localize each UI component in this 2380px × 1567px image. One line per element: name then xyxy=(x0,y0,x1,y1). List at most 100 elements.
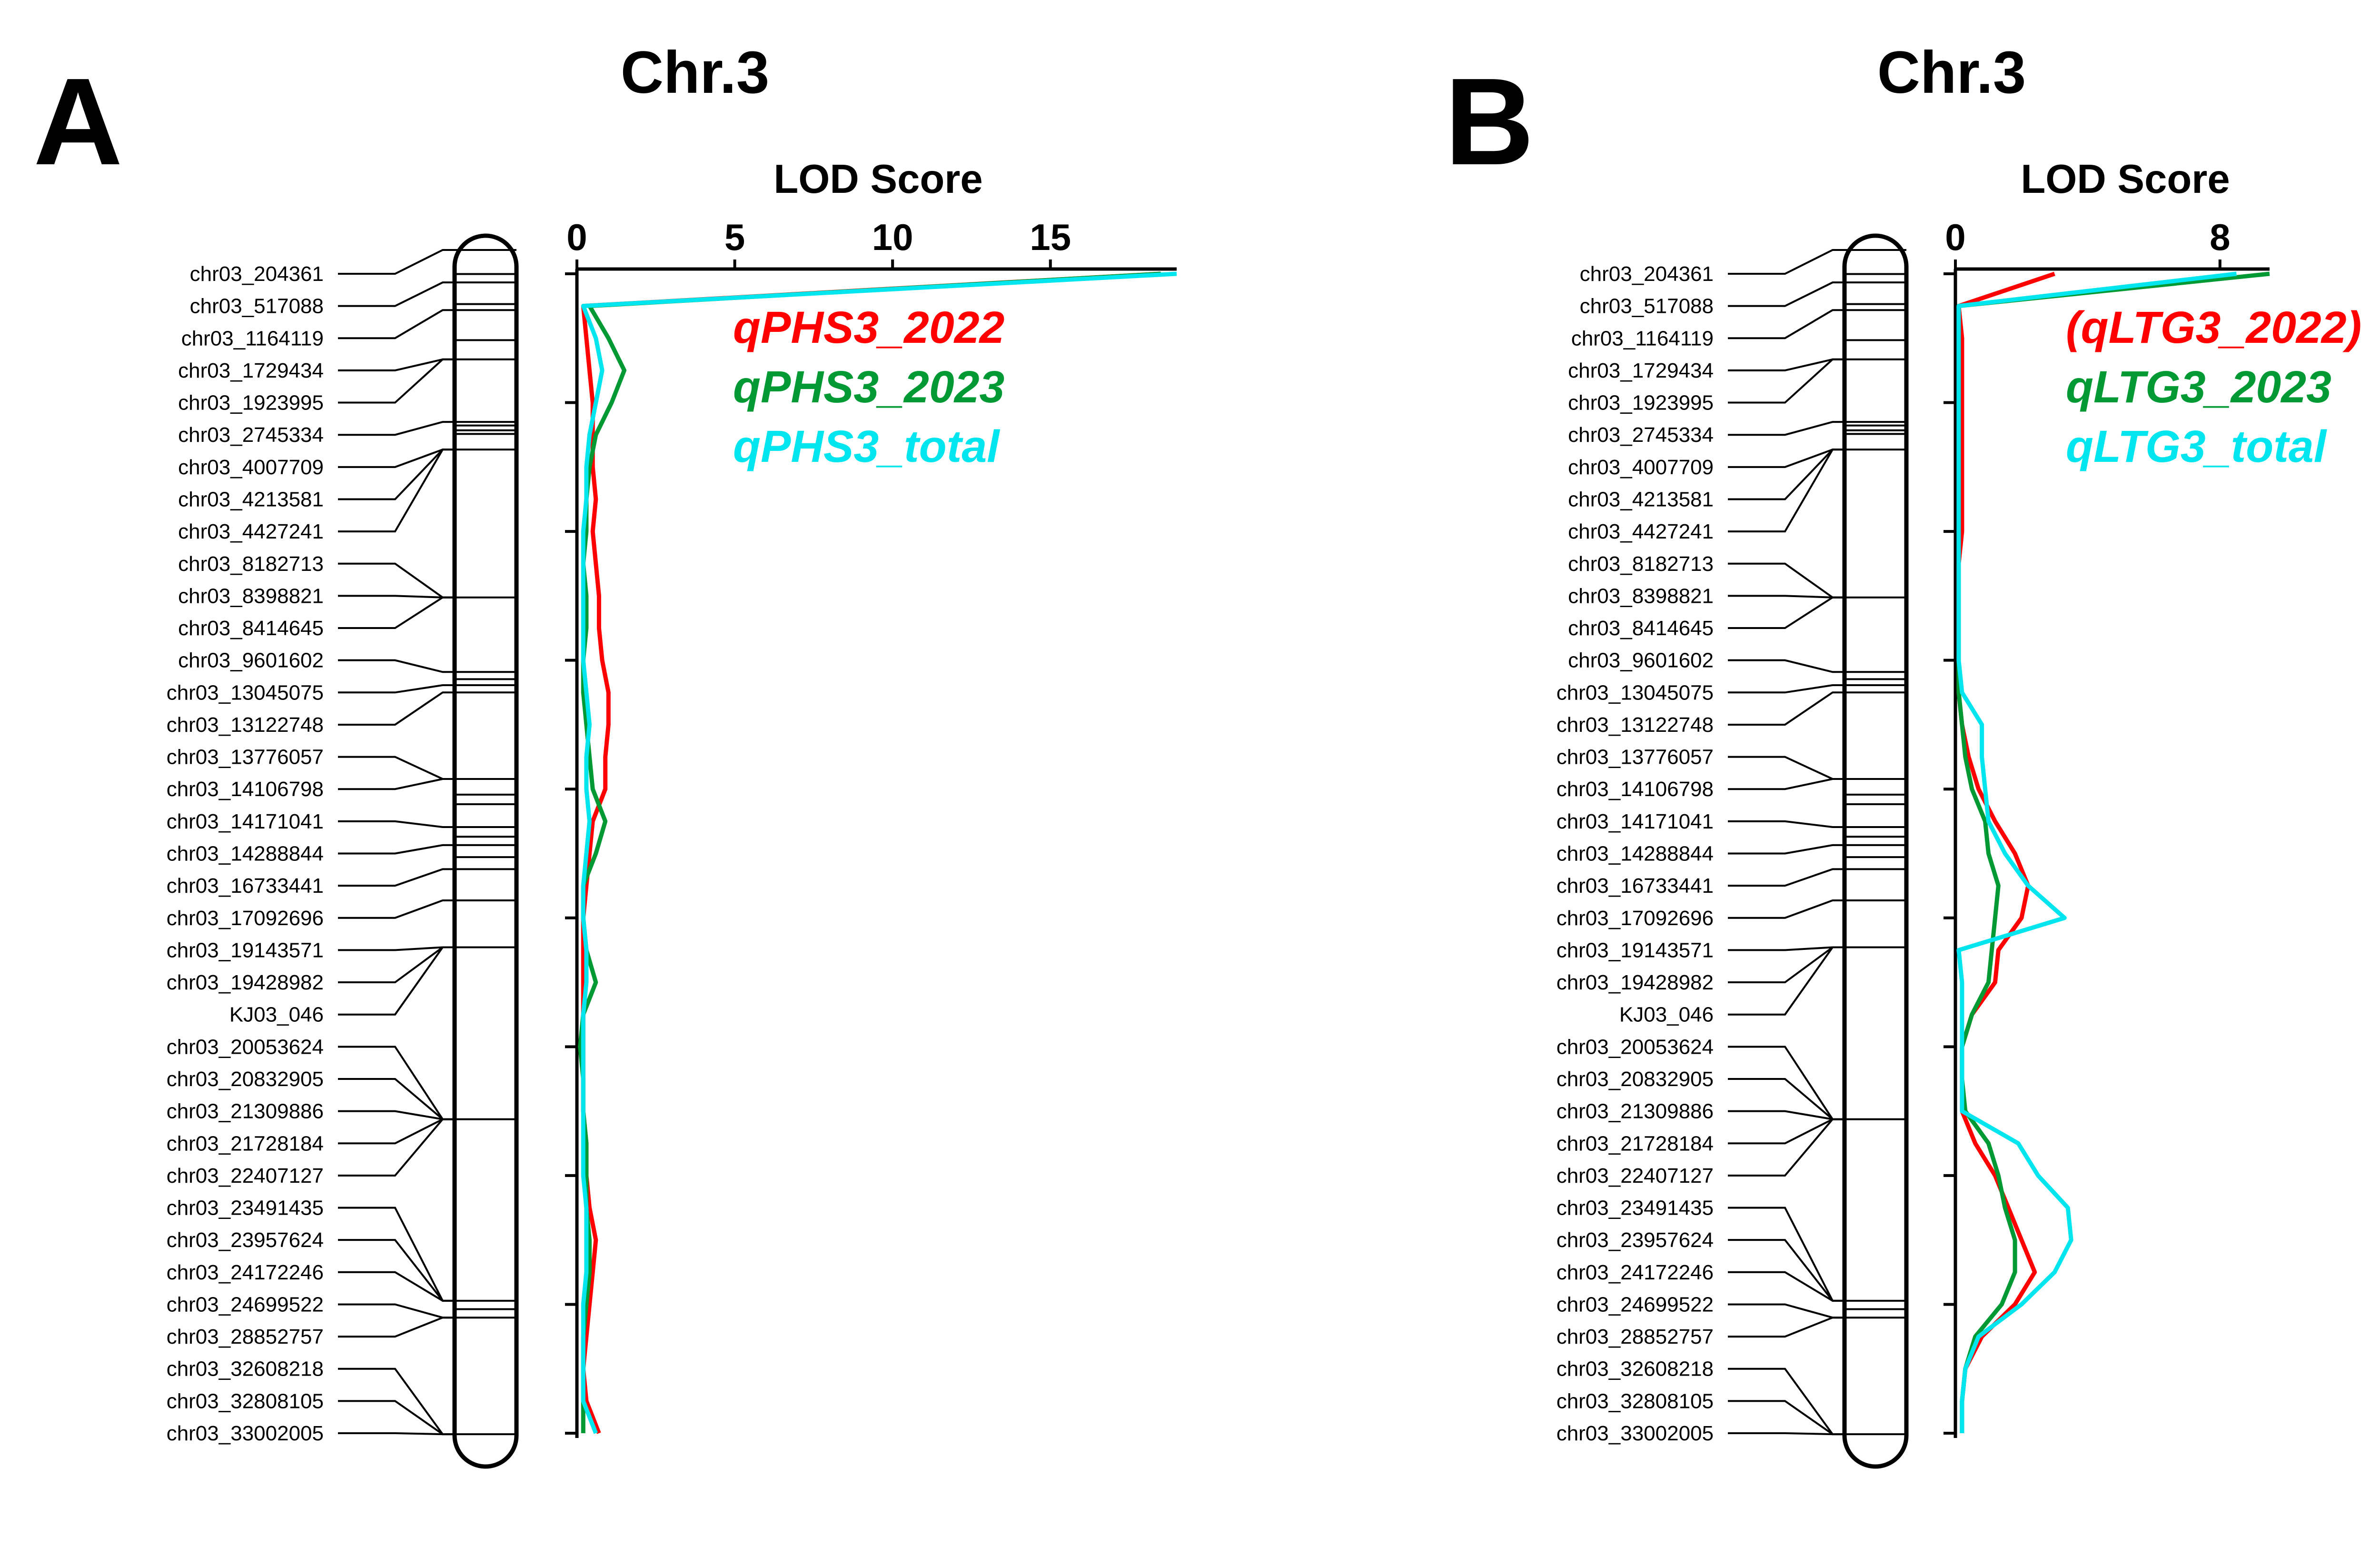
marker-label: chr03_20832905 xyxy=(1557,1068,1714,1091)
marker-connector xyxy=(1728,1317,1844,1338)
series-line-2 xyxy=(1956,271,2237,1433)
marker-label: chr03_4427241 xyxy=(178,520,324,543)
marker-connector xyxy=(338,449,455,533)
legend-entry: qPHS3_total xyxy=(733,421,1001,472)
marker-connector xyxy=(1728,1303,1844,1319)
marker-label: chr03_21728184 xyxy=(1557,1132,1714,1155)
legend-entry: qLTG3_total xyxy=(2066,421,2328,472)
marker-connector xyxy=(1728,1118,1844,1177)
marker-connector xyxy=(1728,449,1844,533)
legend-entry: qLTG3_2023 xyxy=(2066,362,2331,412)
marker-label: chr03_2745334 xyxy=(1568,423,1714,447)
x-tick-label: 8 xyxy=(2210,216,2230,258)
marker-label: chr03_19143571 xyxy=(1557,938,1714,962)
marker-label: chr03_16733441 xyxy=(1557,874,1714,898)
marker-connector xyxy=(338,309,455,339)
marker-label: chr03_24172246 xyxy=(167,1261,324,1284)
marker-label: chr03_24699522 xyxy=(1557,1293,1714,1316)
marker-connector xyxy=(338,1317,455,1338)
marker-label: chr03_13122748 xyxy=(1557,713,1714,737)
marker-connector xyxy=(338,899,455,919)
x-tick-label: 5 xyxy=(724,216,745,258)
marker-connector xyxy=(1728,596,1844,629)
marker-connector xyxy=(1728,756,1844,780)
marker-label: chr03_2745334 xyxy=(178,423,324,447)
marker-connector xyxy=(1728,684,1844,694)
marker-connector xyxy=(338,421,455,436)
marker-label: chr03_8182713 xyxy=(1568,552,1714,576)
marker-connector xyxy=(338,691,455,726)
legend-entry: qPHS3_2022 xyxy=(733,302,1004,353)
legend-a: qPHS3_2022 qPHS3_2023 qPHS3_total xyxy=(733,302,1004,472)
marker-connector xyxy=(338,562,455,599)
marker-connector xyxy=(1728,309,1844,339)
marker-label: chr03_204361 xyxy=(190,262,324,286)
panel-letter-a: A xyxy=(33,53,123,191)
marker-connector xyxy=(338,1118,455,1177)
marker-connector xyxy=(1728,899,1844,919)
marker-label: chr03_28852757 xyxy=(167,1325,324,1348)
marker-label: chr03_517088 xyxy=(1580,295,1714,318)
marker-connector xyxy=(1728,946,1844,984)
marker-label: chr03_20053624 xyxy=(167,1035,324,1058)
marker-label: chr03_517088 xyxy=(190,295,324,318)
marker-connector xyxy=(1728,1271,1844,1302)
marker-label: chr03_19428982 xyxy=(1557,971,1714,994)
x-tick-label: 15 xyxy=(1030,216,1071,258)
series-line-0 xyxy=(1956,271,2055,1433)
marker-label: chr03_4213581 xyxy=(1568,488,1714,511)
panel-b: B Chr.3 LOD Score chr03_204361chr03_5170… xyxy=(1445,40,2361,1469)
marker-connector xyxy=(338,820,455,828)
marker-connector xyxy=(1728,1400,1844,1436)
marker-connector xyxy=(338,1400,455,1436)
marker-label: chr03_17092696 xyxy=(167,907,324,930)
marker-label: chr03_8414645 xyxy=(1568,617,1714,640)
marker-connector xyxy=(1728,1078,1844,1120)
marker-connector xyxy=(1728,1118,1844,1145)
marker-connector xyxy=(1728,820,1844,828)
marker-label: chr03_21309886 xyxy=(167,1100,324,1123)
marker-label: chr03_24699522 xyxy=(167,1293,324,1316)
marker-label: KJ03_046 xyxy=(1619,1003,1714,1027)
marker-connector xyxy=(1728,1207,1844,1302)
marker-connector xyxy=(338,946,455,951)
lod-curves-a xyxy=(578,271,1177,1434)
marker-connector xyxy=(1728,562,1844,599)
marker-connector xyxy=(1728,595,1844,599)
marker-connectors-a xyxy=(338,249,455,1436)
marker-connector xyxy=(1728,778,1844,790)
marker-label: chr03_24172246 xyxy=(1557,1261,1714,1284)
marker-label: chr03_4007709 xyxy=(1568,456,1714,479)
marker-label: chr03_17092696 xyxy=(1557,907,1714,930)
marker-label: chr03_32808105 xyxy=(167,1389,324,1413)
marker-label: chr03_1923995 xyxy=(178,391,324,415)
series-line-0 xyxy=(581,271,1161,1434)
marker-label: chr03_8182713 xyxy=(178,552,324,576)
marker-label: chr03_13045075 xyxy=(167,681,324,704)
marker-connector xyxy=(1728,844,1844,855)
marker-connector xyxy=(1728,1432,1844,1436)
marker-label: chr03_1164119 xyxy=(1571,327,1714,350)
chromosome-outline xyxy=(452,233,519,1469)
marker-label: chr03_1164119 xyxy=(181,327,324,350)
marker-labels-a: chr03_204361 chr03_517088 chr03_1164119chr… xyxy=(167,262,324,1445)
marker-connector xyxy=(338,659,455,673)
marker-label: chr03_13045075 xyxy=(1557,681,1714,704)
marker-label: KJ03_046 xyxy=(229,1003,324,1027)
marker-label: chr03_32608218 xyxy=(167,1357,324,1381)
marker-label: chr03_23491435 xyxy=(1557,1197,1714,1220)
x-axis-title-b: LOD Score xyxy=(2021,157,2230,202)
marker-connector xyxy=(1728,946,1844,1016)
legend-entry: qPHS3_2023 xyxy=(733,362,1004,412)
marker-label: chr03_1729434 xyxy=(178,359,324,382)
marker-connector xyxy=(338,844,455,855)
x-tick-label: 10 xyxy=(872,216,913,258)
marker-label: chr03_32608218 xyxy=(1557,1357,1714,1381)
chromosome-bar-b xyxy=(1842,233,1909,1469)
chromosome-title-b: Chr.3 xyxy=(1877,40,2026,106)
marker-label: chr03_13776057 xyxy=(167,746,324,769)
marker-label: chr03_16733441 xyxy=(167,874,324,898)
